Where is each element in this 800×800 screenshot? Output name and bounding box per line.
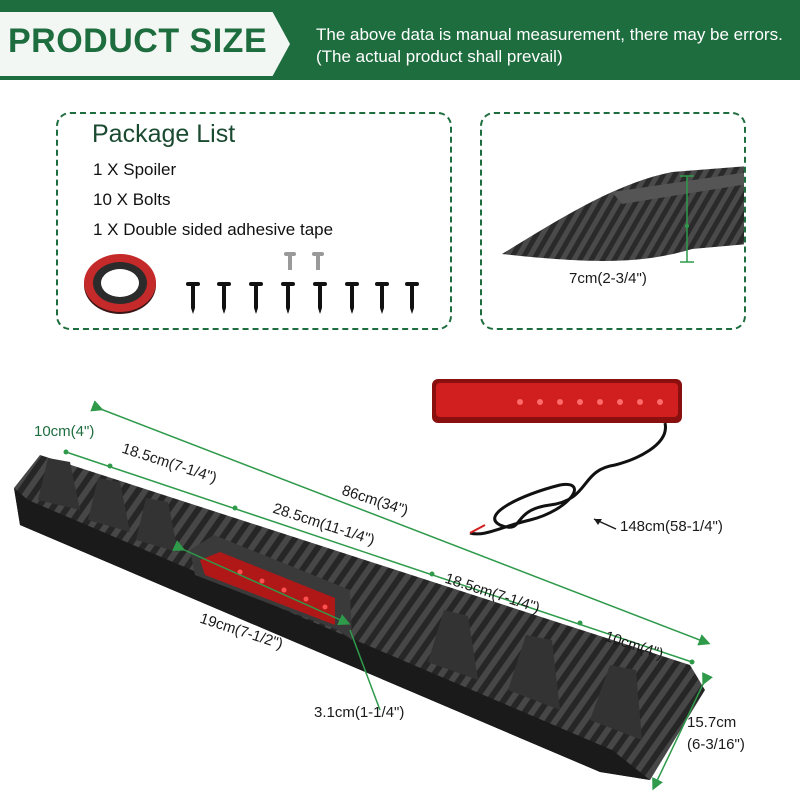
page-title: PRODUCT SIZE (8, 22, 268, 60)
fin-height-label: 7cm(2-3/4") (569, 270, 647, 287)
width-label-line2: (6-3/16") (687, 736, 745, 753)
header-banner: PRODUCT SIZE The above data is manual me… (0, 0, 800, 80)
package-item-spoiler: 1 X Spoiler (93, 160, 177, 179)
package-list-box (56, 112, 452, 330)
width-label-line1: 15.7cm (687, 714, 737, 731)
header-note-line1: The above data is manual measurement, th… (316, 25, 783, 44)
header-note-line2: (The actual product shall prevail) (316, 47, 563, 66)
package-list-title: Package List (92, 120, 236, 148)
fin-detail-box (480, 112, 746, 330)
screws-icon (186, 252, 419, 314)
adhesive-tape-roll-icon (84, 254, 156, 314)
light-height-label: 3.1cm(1-1/4") (314, 704, 405, 721)
spoiler-image (14, 400, 713, 791)
package-item-tape: 1 X Double sided adhesive tape (93, 220, 334, 239)
header-note: The above data is manual measurement, th… (316, 24, 796, 68)
left-end-length-label: 10cm(4") (34, 423, 95, 440)
fin-closeup-image (502, 166, 744, 263)
package-item-bolts: 10 X Bolts (93, 190, 171, 209)
header-title-box (0, 12, 290, 76)
